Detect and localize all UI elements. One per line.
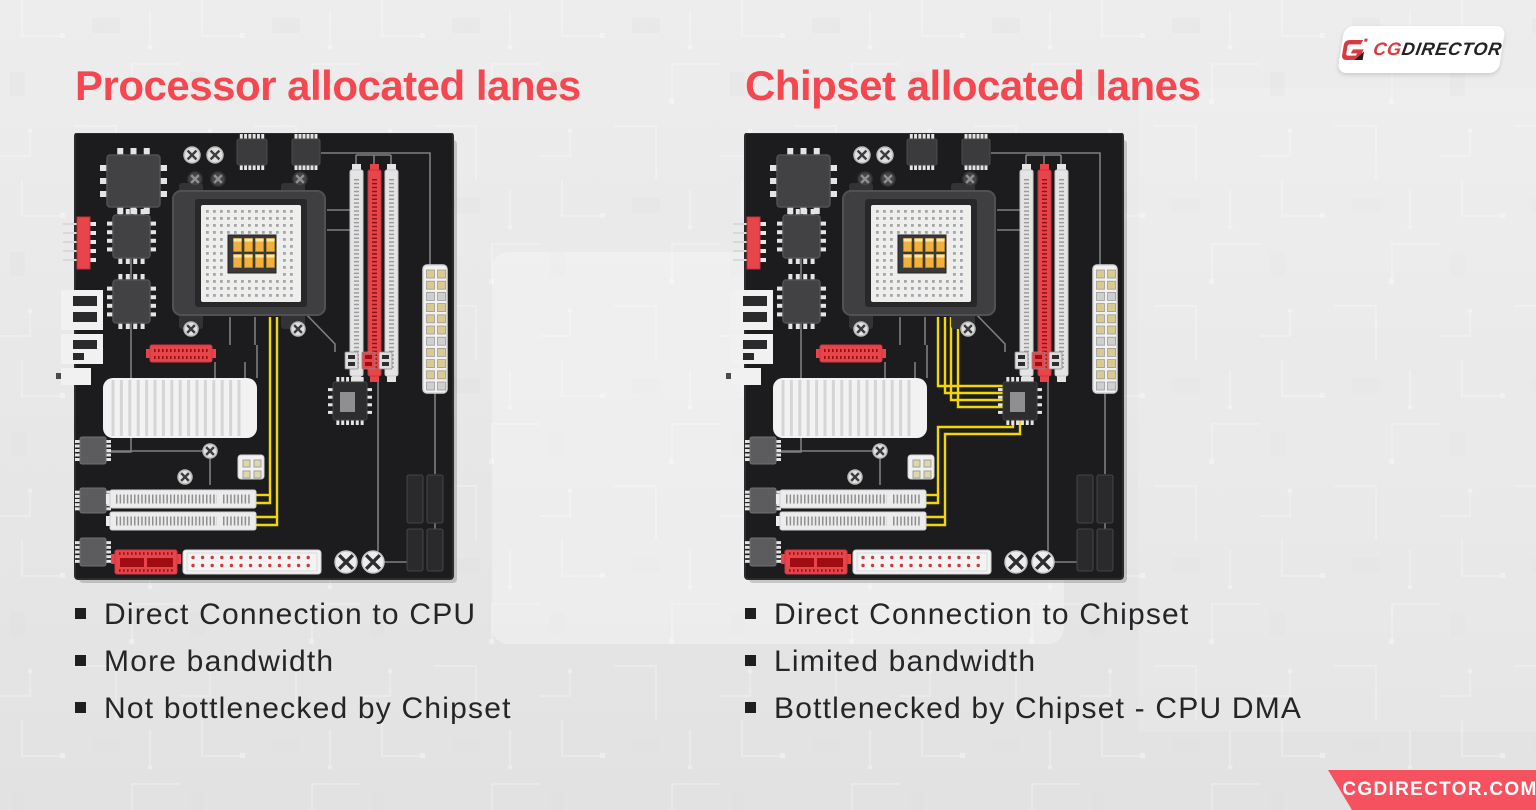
heading-processor-lanes: Processor allocated lanes xyxy=(75,62,581,109)
fan-headers xyxy=(344,351,393,370)
cpu-socket xyxy=(172,183,326,337)
atx-power-connector xyxy=(1092,264,1118,394)
fan-headers xyxy=(1014,351,1063,370)
cgdirector-logo: CGDIRECTOR xyxy=(1337,26,1506,73)
bullet-list-processor: Direct Connection to CPU More bandwidth … xyxy=(75,597,512,738)
website-ribbon: CGDIRECTOR.COM xyxy=(1328,770,1536,810)
usb-headers xyxy=(1076,474,1114,572)
motherboard-cpu-lanes xyxy=(56,132,457,583)
list-item: Limited bandwidth xyxy=(745,644,1302,691)
list-item: Bottlenecked by Chipset - CPU DMA xyxy=(745,691,1302,738)
list-item: More bandwidth xyxy=(75,644,512,691)
ide-connector xyxy=(852,549,992,575)
logo-suffix: DIRECTOR xyxy=(1400,39,1504,59)
bullet-text: More bandwidth xyxy=(104,645,335,678)
logo-prefix: CG xyxy=(1371,39,1404,59)
logo-wordmark: CGDIRECTOR xyxy=(1372,39,1504,60)
usb-headers xyxy=(406,474,444,572)
list-item: Direct Connection to CPU xyxy=(75,597,512,644)
square-bullet-icon xyxy=(745,702,756,713)
front-panel-connector xyxy=(781,549,851,575)
bullet-list-chipset: Direct Connection to Chipset Limited ban… xyxy=(745,597,1302,738)
square-bullet-icon xyxy=(75,702,86,713)
motherboard-diagram-chipset-lanes xyxy=(721,132,1127,585)
heatsink xyxy=(103,378,257,438)
pcie-lane-traces xyxy=(256,317,279,527)
front-panel-connector xyxy=(111,549,181,575)
pcie-x1-slot xyxy=(816,344,886,363)
list-item: Not bottlenecked by Chipset xyxy=(75,691,512,738)
bullet-text: Limited bandwidth xyxy=(774,645,1037,678)
io-ports xyxy=(56,290,103,385)
bullet-text: Not bottlenecked by Chipset xyxy=(104,692,512,725)
list-item: Direct Connection to Chipset xyxy=(745,597,1302,644)
pcie-lane-traces xyxy=(926,317,1022,527)
pcie-x16-slots xyxy=(106,489,257,531)
copper-traces xyxy=(775,152,1106,563)
square-bullet-icon xyxy=(745,655,756,666)
heading-chipset-lanes: Chipset allocated lanes xyxy=(745,62,1201,109)
ram-slots xyxy=(349,164,399,382)
atx-power-connector xyxy=(422,264,448,394)
motherboard-diagram-processor-lanes xyxy=(51,132,457,585)
heatsink xyxy=(773,378,927,438)
ram-slots xyxy=(1019,164,1069,382)
chipset-chip xyxy=(998,377,1042,425)
bullet-text: Bottlenecked by Chipset - CPU DMA xyxy=(774,692,1303,725)
square-bullet-icon xyxy=(745,608,756,619)
edge-connector xyxy=(63,216,96,270)
ide-connector xyxy=(182,549,322,575)
website-url: CGDIRECTOR.COM xyxy=(1342,779,1536,800)
edge-connector xyxy=(733,216,766,270)
g-monogram-icon xyxy=(1342,38,1368,60)
pcie-x1-slot xyxy=(146,344,216,363)
chipset-chip xyxy=(328,377,372,425)
bullet-text: Direct Connection to Chipset xyxy=(774,598,1190,631)
bullet-text: Direct Connection to CPU xyxy=(104,598,477,631)
square-bullet-icon xyxy=(75,655,86,666)
cpu-socket xyxy=(842,183,996,337)
io-ports xyxy=(726,290,773,385)
pcie-x16-slots xyxy=(776,489,927,531)
square-bullet-icon xyxy=(75,608,86,619)
motherboard-chipset-lanes xyxy=(726,132,1127,583)
